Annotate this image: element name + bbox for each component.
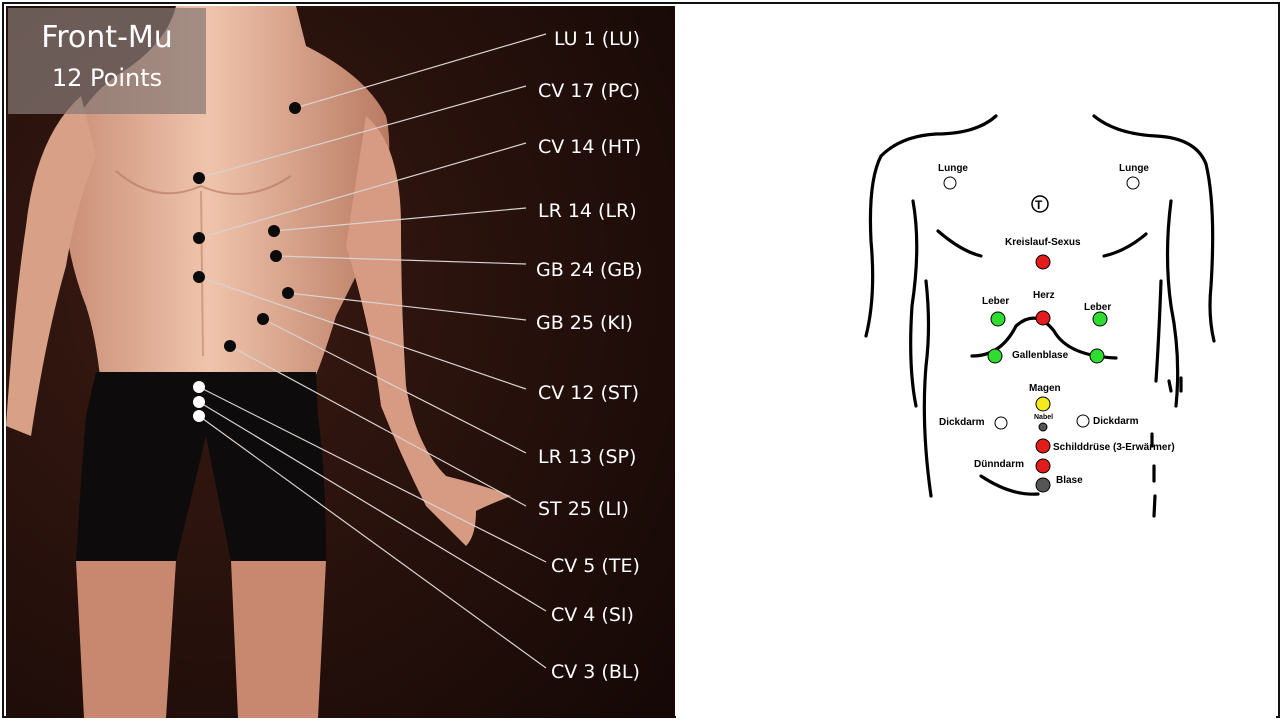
dot-schilddruese [1036,439,1050,453]
dot-magen [1036,397,1050,411]
label-herz: Herz [1033,290,1055,301]
label-lunge-left: Lunge [938,163,968,174]
leg-right-shape [231,561,326,718]
chart-panel: Lunge Lunge T Kreislauf-Sexus Herz Leber… [676,6,1276,718]
label-dickdarm-left: Dickdarm [939,417,985,428]
point-label-cv4: CV 4 (SI) [551,604,634,626]
point-dot-cv4 [193,396,205,408]
dot-dickdarm-right [1077,415,1089,427]
point-label-cv5: CV 5 (TE) [551,555,640,577]
label-dickdarm-right: Dickdarm [1093,416,1139,427]
point-label-lr13: LR 13 (SP) [538,446,636,468]
dot-blase [1036,478,1050,492]
outline-left-chest [938,231,981,256]
dot-leber-left [991,312,1005,326]
dot-nabel [1039,423,1047,431]
point-dot-cv17 [193,172,205,184]
point-dot-st25 [224,340,236,352]
point-dot-cv5 [193,381,205,393]
outline-right-inner-arm [1168,201,1178,406]
dot-kreislauf [1036,255,1050,269]
label-t-symbol: T [1035,198,1042,212]
outline-left-inner-arm [911,201,917,406]
outline-left-shoulder [866,116,996,336]
dot-dickdarm-left [995,417,1007,429]
point-dot-gb25 [282,287,294,299]
label-gallenblase: Gallenblase [1012,350,1068,361]
point-label-cv12: CV 12 (ST) [538,382,639,404]
outline-right-chest [1104,234,1146,256]
dot-lunge-left [944,177,956,189]
label-magen: Magen [1029,383,1061,394]
dot-duenndarm [1036,459,1050,473]
outline-right-shoulder [1094,116,1214,341]
label-leber-right: Leber [1084,302,1111,313]
dot-herz [1036,311,1050,325]
photo-panel: Front-Mu 12 Points LU 1 (LU) CV 17 (PC) … [6,6,675,718]
point-label-st25: ST 25 (LI) [538,498,629,520]
outline-drawing [676,6,1276,718]
dot-gallenblase-left [988,349,1002,363]
point-dot-gb24 [270,250,282,262]
outline-right-flank [1156,281,1161,381]
point-label-cv3: CV 3 (BL) [551,661,640,683]
dot-leber-right [1093,312,1107,326]
label-leber-left: Leber [982,296,1009,307]
point-dot-cv3 [193,410,205,422]
point-label-lr14: LR 14 (LR) [538,200,637,222]
point-label-cv17: CV 17 (PC) [538,80,640,102]
point-label-cv14: CV 14 (HT) [538,136,641,158]
label-nabel: Nabel [1034,414,1053,421]
point-label-lu1: LU 1 (LU) [554,28,640,50]
point-dot-lr13 [257,313,269,325]
point-dot-lr14 [268,225,280,237]
leg-left-shape [76,561,176,718]
photo-title: Front-Mu [8,20,206,55]
photo-subtitle: 12 Points [8,64,206,92]
point-dot-lu1 [289,102,301,114]
point-label-gb25: GB 25 (KI) [536,312,633,334]
title-box: Front-Mu 12 Points [8,8,206,114]
label-kreislauf: Kreislauf-Sexus [1005,237,1081,248]
dot-lunge-right [1127,177,1139,189]
label-duenndarm: Dünndarm [974,459,1024,470]
outline-lower-abdomen [981,476,1038,494]
label-lunge-right: Lunge [1119,163,1149,174]
label-schilddruese: Schilddrüse (3-Erwärmer) [1053,442,1175,453]
point-dot-cv14 [193,232,205,244]
outline-left-flank [924,281,931,496]
point-label-gb24: GB 24 (GB) [536,259,643,281]
point-dot-cv12 [193,271,205,283]
outline-right-marks [1169,378,1181,391]
label-blase: Blase [1056,475,1083,486]
dot-gallenblase-right [1090,349,1104,363]
